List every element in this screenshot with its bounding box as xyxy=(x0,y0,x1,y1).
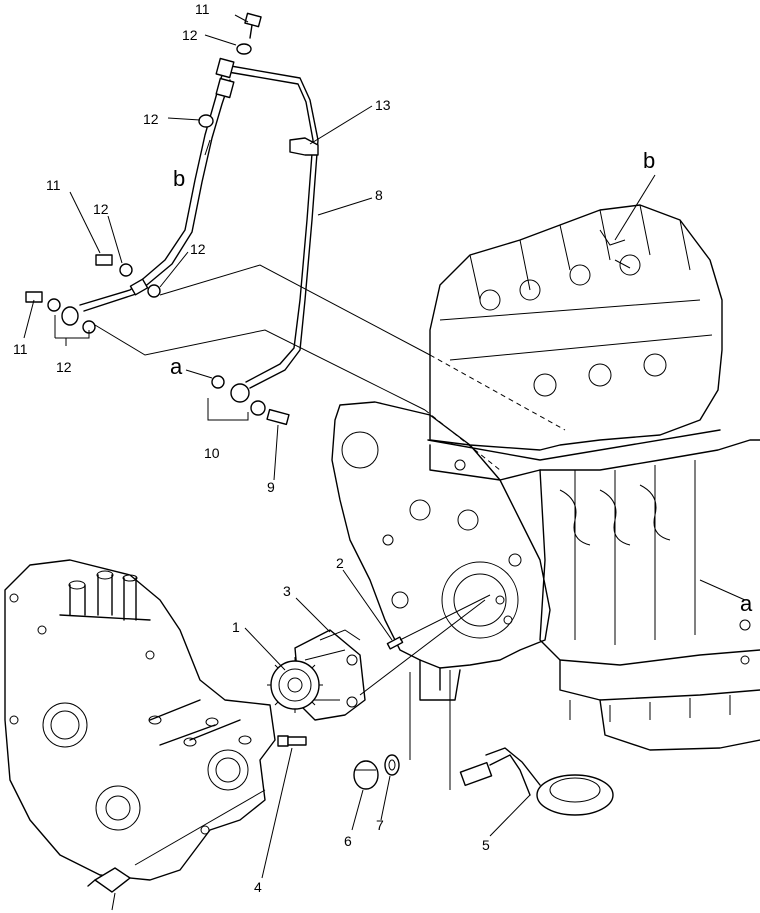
callout-8: 8 xyxy=(375,187,383,203)
callout-11-bottom: 11 xyxy=(13,341,28,357)
callout-3: 3 xyxy=(283,583,291,599)
callout-4: 4 xyxy=(254,879,262,895)
callout-5: 5 xyxy=(482,837,490,853)
callout-1: 1 xyxy=(232,619,240,635)
letter-b-right: b xyxy=(643,148,655,173)
pressure-sensor xyxy=(87,867,131,893)
part-5-strainer xyxy=(459,747,614,816)
pump-housing xyxy=(4,559,276,881)
callout-2: 2 xyxy=(336,555,344,571)
callout-12-mid: 12 xyxy=(143,111,159,127)
callout-9: 9 xyxy=(267,479,275,495)
callout-labels: 11 12 12 13 8 11 12 12 11 12 10 9 2 3 1 … xyxy=(13,1,490,895)
callout-10: 10 xyxy=(204,445,220,461)
part-2-pin xyxy=(386,636,404,650)
callout-11-top: 11 xyxy=(195,1,210,17)
part-7-washer xyxy=(384,754,400,776)
connection-letters: b b a a xyxy=(170,148,753,616)
letter-a-right: a xyxy=(740,591,753,616)
letter-a-left: a xyxy=(170,354,183,379)
callout-13: 13 xyxy=(375,97,391,113)
leader-lines xyxy=(23,14,746,911)
callout-6: 6 xyxy=(344,833,352,849)
pipe-fasteners xyxy=(25,12,290,426)
letter-b-left: b xyxy=(173,166,185,191)
part-6-plug xyxy=(353,760,379,790)
callout-12-bottom: 12 xyxy=(56,359,72,375)
callout-12-top: 12 xyxy=(182,27,198,43)
oil-pump-assembly xyxy=(267,629,366,721)
callout-7: 7 xyxy=(376,817,384,833)
callout-12-right: 12 xyxy=(190,241,206,257)
callout-12-left: 12 xyxy=(93,201,109,217)
part-4-bolt xyxy=(277,735,307,747)
callout-11-left: 11 xyxy=(46,177,61,193)
oil-pipe xyxy=(61,57,319,403)
engine-block xyxy=(331,204,760,751)
